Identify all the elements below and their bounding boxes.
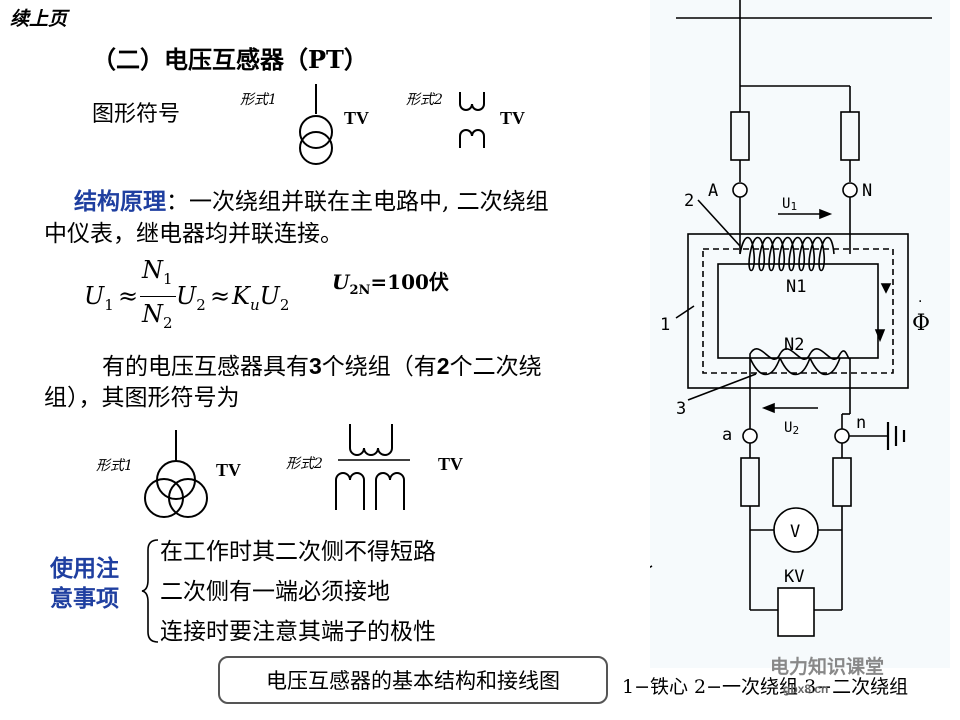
- n2-label: N2: [784, 335, 804, 355]
- terminal-A-circle: [732, 182, 748, 198]
- three-winding-line1: 有的电压互感器具有3个绕组（有2个二次绕: [102, 353, 542, 380]
- fuse-top-right: [840, 111, 860, 161]
- terminal-a-label: a: [722, 425, 732, 445]
- tv-label-2: TV: [500, 108, 525, 128]
- tag-2: 2: [684, 191, 694, 211]
- voltmeter-circle: [773, 507, 819, 553]
- secondary-winding: [749, 348, 851, 360]
- form1-label-b: 形式1: [96, 458, 133, 474]
- watermark-logo: 电力知识课堂: [770, 657, 885, 678]
- tv-symbols-two-winding: 形式1 TV 形式2 TV: [240, 84, 525, 165]
- form2-label-b: 形式2: [286, 456, 323, 472]
- secondary-coil-circle: [299, 131, 333, 165]
- terminal-N-label: N: [862, 181, 872, 201]
- svg-text:·: ·: [918, 294, 922, 310]
- iron-core-inner: [717, 263, 879, 359]
- u1-label: U1: [782, 196, 797, 213]
- symbol-label: 图形符号: [92, 102, 181, 127]
- tv-label-1: TV: [344, 108, 369, 128]
- continued-label: 续上页: [10, 8, 68, 30]
- form2-label: 形式2: [406, 92, 443, 108]
- fuse-bottom-right: [832, 457, 852, 507]
- ratio-formula: U1 ≈ N1 N2 U2 ≈ KuU2: [84, 256, 290, 332]
- tv-label-4: TV: [438, 454, 463, 474]
- note-item: 连接时要注意其端子的极性: [160, 619, 436, 645]
- primary-winding-shape: [459, 92, 485, 111]
- flux-label: Φ: [912, 311, 930, 336]
- fuse-bottom-left: [740, 457, 760, 507]
- terminal-a-circle: [742, 428, 758, 444]
- structure-paragraph: 结构原理：一次绕组并联在主电路中, 二次绕组: [74, 186, 644, 218]
- brace-shape: [141, 539, 159, 643]
- note-item: 二次侧有一端必须接地: [160, 579, 390, 605]
- terminal-n-circle: [834, 428, 850, 444]
- u2-label: U2: [784, 420, 799, 437]
- diagram-legend: 1−铁心 2−一次绕组 3−二次绕组: [622, 676, 909, 698]
- primary-winding: [739, 236, 835, 272]
- iron-core-outer: [687, 233, 909, 389]
- relay-label: KV: [784, 567, 804, 587]
- fuse-top-left: [730, 111, 750, 161]
- n1-label: N1: [786, 277, 806, 297]
- form1-label: 形式1: [240, 92, 277, 108]
- tv-label-3: TV: [216, 460, 241, 480]
- tag-3: 3: [676, 399, 686, 419]
- terminal-A-label: A: [708, 181, 718, 201]
- structure-line2: 中仪表，继电器均并联连接。: [44, 221, 343, 247]
- note-item: 在工作时其二次侧不得短路: [160, 539, 436, 565]
- pt-wiring-diagram: A N a n U1 U2 N1 N2 Φ 1 2 3 V KV ·: [650, 0, 932, 637]
- watermark-site: gbx8.cn: [783, 682, 829, 696]
- relay-box: [777, 587, 815, 637]
- flux-path: [702, 248, 894, 374]
- voltmeter-label: V: [790, 522, 800, 542]
- structure-text1: ：一次绕组并联在主电路中, 二次绕组: [166, 189, 549, 215]
- section-title: （二）电压互感器（PT）: [92, 45, 368, 74]
- tag-1: 1: [660, 315, 670, 335]
- three-winding-line2: 组），其图形符号为: [44, 385, 240, 411]
- secondary-winding-shape: [459, 129, 485, 148]
- diagram-caption: 电压互感器的基本结构和接线图: [218, 656, 608, 704]
- terminal-N-circle: [842, 182, 858, 198]
- terminal-n-label: n: [856, 413, 866, 433]
- diagram-panel: [650, 0, 950, 668]
- use-notes-list: 在工作时其二次侧不得短路 二次侧有一端必须接地 连接时要注意其端子的极性: [160, 532, 436, 652]
- tv-symbols-three-winding: 形式1 TV 形式2 TV: [96, 424, 463, 518]
- structure-head: 结构原理: [74, 188, 166, 215]
- primary-coil-circle: [299, 115, 333, 149]
- rated-voltage: U2N=100伏: [332, 270, 449, 298]
- use-notes-label: 使用注 意事项: [50, 555, 119, 612]
